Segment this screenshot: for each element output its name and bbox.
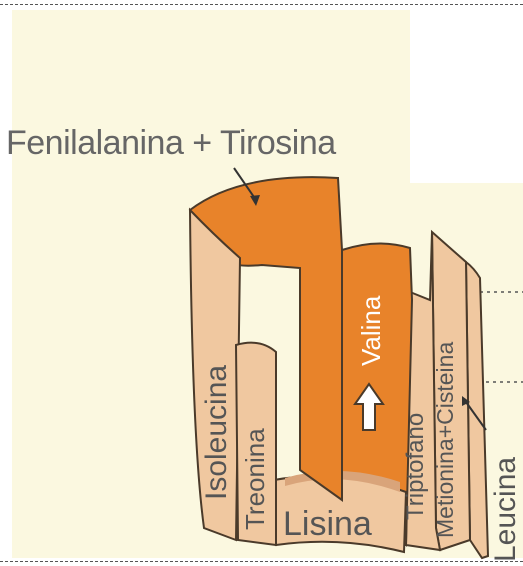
label-isoleucina: Isoleucina	[200, 365, 234, 500]
label-leucina: Leucina	[489, 457, 523, 562]
label-valina: Valina	[356, 296, 387, 366]
label-treonina: Treonina	[240, 428, 271, 530]
label-metionina-cisteina: Metionina+Cisteina	[432, 342, 459, 538]
label-fenilalanina-tirosina: Fenilalanina + Tirosina	[6, 124, 336, 163]
label-lisina: Lisina	[283, 505, 372, 544]
frame-bottom-border	[0, 561, 523, 562]
label-triptofano: Triptofano	[402, 413, 430, 520]
